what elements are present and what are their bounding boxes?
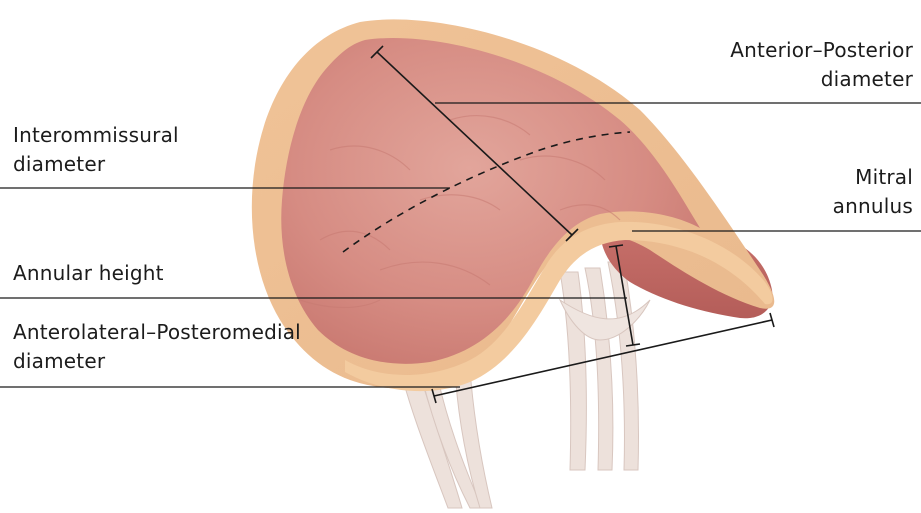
label-alpm-line2: diameter	[13, 347, 301, 376]
label-intercommissural-diameter: Interommissural diameter	[13, 121, 179, 179]
label-ah-line1: Annular height	[13, 259, 164, 288]
label-ap-line2: diameter	[730, 65, 913, 94]
label-anterolateral-posteromedial-diameter: Anterolateral–Posteromedial diameter	[13, 318, 301, 376]
label-im-line1: Interommissural	[13, 121, 179, 150]
label-alpm-line1: Anterolateral–Posteromedial	[13, 318, 301, 347]
label-mitral-line2: annulus	[833, 192, 913, 221]
label-mitral-annulus: Mitral annulus	[833, 163, 913, 221]
label-mitral-line1: Mitral	[833, 163, 913, 192]
label-annular-height: Annular height	[13, 259, 164, 288]
label-im-line2: diameter	[13, 150, 179, 179]
label-ap-line1: Anterior–Posterior	[730, 36, 913, 65]
label-anterior-posterior-diameter: Anterior–Posterior diameter	[730, 36, 913, 94]
